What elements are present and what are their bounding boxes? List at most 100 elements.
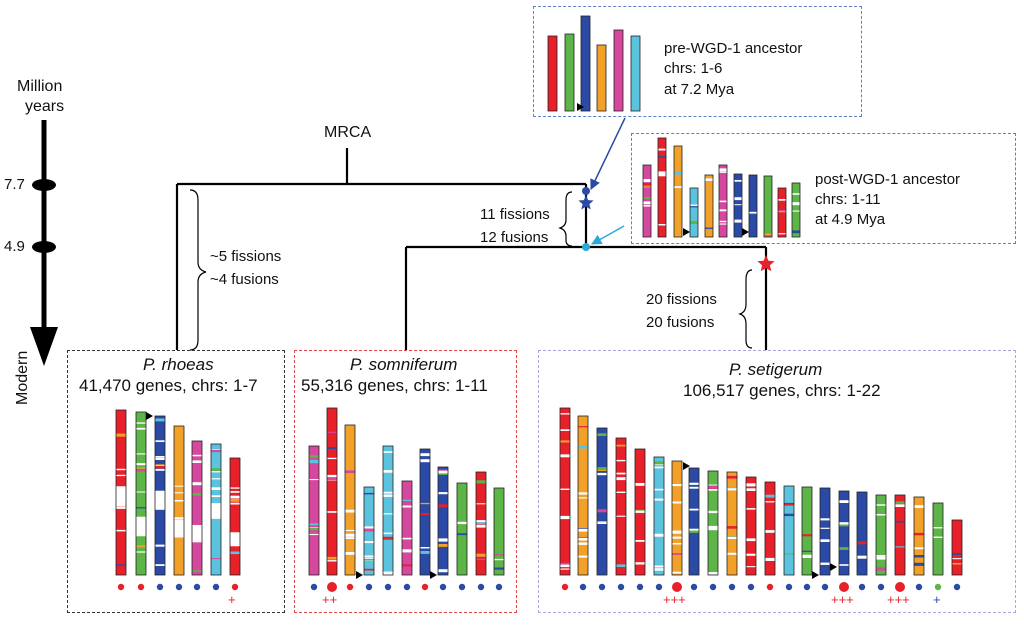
setigerum-dot-13	[785, 583, 793, 591]
post-wgd-chromosome-7	[733, 173, 743, 238]
post-wgd-centromere-marker-2	[742, 228, 749, 236]
rhoeas-name: P. rhoeas	[143, 355, 214, 374]
setigerum-chromosome-16	[838, 490, 850, 576]
somniferum-centromere-marker-1	[356, 571, 363, 579]
setigerum-dot-19	[895, 582, 905, 592]
pre-wgd-ancestor-box	[533, 6, 862, 117]
post-wgd-chromosome-1	[642, 164, 652, 238]
rhoeas-chromosome-3	[154, 415, 166, 576]
rhoeas-chromosome-7	[229, 457, 241, 576]
setigerum-dot-22	[953, 583, 961, 591]
somniferum-dot-6	[403, 583, 411, 591]
setigerum-chromosome-9	[707, 470, 719, 576]
post-wgd-ancestor-age: at 4.9 Mya	[815, 211, 886, 228]
post-wgd-point	[582, 243, 590, 251]
pre-wgd-chromosome-4	[596, 44, 607, 112]
somniferum-chromosome-6	[401, 480, 413, 576]
setigerum-box	[538, 350, 1016, 613]
setigerum-chromosome-6	[653, 456, 665, 576]
timeline-mark-7-7-dot	[32, 179, 56, 191]
setigerum-dot-17	[858, 583, 866, 591]
pre-wgd-chromosome-2	[564, 33, 575, 112]
setigerum-centromere-marker-3	[830, 563, 837, 571]
post-wgd-ancestor-name: post-WGD-1 ancestor	[815, 171, 961, 188]
setigerum-dot-4	[617, 583, 625, 591]
setigerum-chromosome-4	[615, 437, 627, 576]
somniferum-dot-5	[384, 583, 392, 591]
somniferum-chromosome-11	[493, 487, 505, 576]
rhoeas-dot-1	[117, 583, 125, 591]
setigerum-fusions: 20 fusions	[646, 314, 715, 331]
rhoeas-chromosome-2	[135, 411, 147, 576]
timeline-mark-7-7: 7.7	[4, 176, 25, 193]
setigerum-dot-14	[803, 583, 811, 591]
setigerum-dot-7	[672, 582, 682, 592]
setigerum-plus-mark-4: +	[933, 592, 941, 607]
setigerum-chromosome-8	[688, 467, 700, 576]
somniferum-name: P. somniferum	[350, 355, 458, 374]
post-wgd-chromosome-3	[673, 145, 683, 238]
setigerum-dot-16	[839, 582, 849, 592]
somniferum-chromosome-10	[475, 471, 487, 576]
pre-wgd-centromere-marker	[577, 103, 584, 111]
somniferum-box	[294, 350, 517, 613]
pre-wgd-ancestor-age: at 7.2 Mya	[664, 81, 735, 98]
rhoeas-box	[67, 350, 285, 613]
mrca-label: MRCA	[324, 124, 372, 141]
wgd-blue-star	[578, 195, 594, 210]
pre-wgd-chromosome-3	[580, 15, 591, 112]
post-wgd-chromosome-2	[657, 137, 667, 238]
setigerum-dot-20	[915, 583, 923, 591]
rhoeas-plus-mark: +	[228, 592, 236, 607]
wgd-red-star	[757, 255, 775, 272]
setigerum-dot-2	[579, 583, 587, 591]
rhoeas-chromosome-4	[173, 425, 185, 576]
rhoeas-chromosome-1	[115, 409, 127, 576]
rhoeas-dot-4	[175, 583, 183, 591]
somniferum-chromosome-7	[419, 448, 431, 576]
setigerum-chromosome-11	[745, 476, 757, 576]
setigerum-dot-15	[821, 583, 829, 591]
post-wgd-chromosome-10	[777, 187, 787, 238]
timeline-mark-4-9: 4.9	[4, 238, 25, 255]
setigerum-chromosome-12	[764, 481, 776, 576]
setigerum-dot-11	[747, 583, 755, 591]
post-wgd-chromosome-9	[763, 175, 773, 238]
setigerum-centromere-marker-1	[683, 462, 690, 470]
rhoeas-fusions: ~4 fusions	[210, 271, 279, 288]
setigerum-chromosome-3	[596, 427, 608, 576]
post-wgd-pointer-arrow	[591, 225, 625, 245]
pre-wgd-point	[582, 187, 590, 195]
somniferum-chromosome-3	[344, 424, 356, 576]
somniferum-dot-2	[327, 582, 337, 592]
setigerum-centromere-marker-2	[812, 571, 819, 579]
setigerum-dot-9	[709, 583, 717, 591]
setigerum-dot-6	[655, 583, 663, 591]
post-wgd-chromosome-6	[718, 164, 728, 238]
post-wgd-chromosome-8	[748, 174, 758, 238]
pre-wgd-ancestor-name: pre-WGD-1 ancestor	[664, 40, 803, 57]
setigerum-name: P. setigerum	[729, 360, 823, 379]
setigerum-dot-1	[561, 583, 569, 591]
setigerum-chromosome-18	[875, 494, 887, 576]
somniferum-chromosome-4	[363, 486, 375, 576]
somniferum-dot-8	[439, 583, 447, 591]
somniferum-chromosome-1	[308, 445, 320, 576]
setigerum-dot-8	[690, 583, 698, 591]
timeline-mark-4-9-dot	[32, 241, 56, 253]
rhoeas-dot-5	[193, 583, 201, 591]
setigerum-chromosome-1	[559, 407, 571, 576]
setigerum-chromosome-14	[801, 486, 813, 576]
post-wgd-ancestor-box	[631, 133, 1016, 244]
setigerum-dot-18	[877, 583, 885, 591]
somniferum-centromere-marker-2	[430, 571, 437, 579]
setigerum-chromosome-22	[951, 519, 963, 576]
somniferum-stats: 55,316 genes, chrs: 1-11	[301, 376, 488, 395]
setigerum-plus-mark-1: +++	[663, 592, 686, 607]
rhoeas-chromosome-6	[210, 443, 222, 576]
somniferum-plus-mark: ++	[322, 592, 338, 607]
inner-brace	[558, 191, 573, 247]
somniferum-dot-11	[495, 583, 503, 591]
setigerum-chromosome-21	[932, 502, 944, 576]
